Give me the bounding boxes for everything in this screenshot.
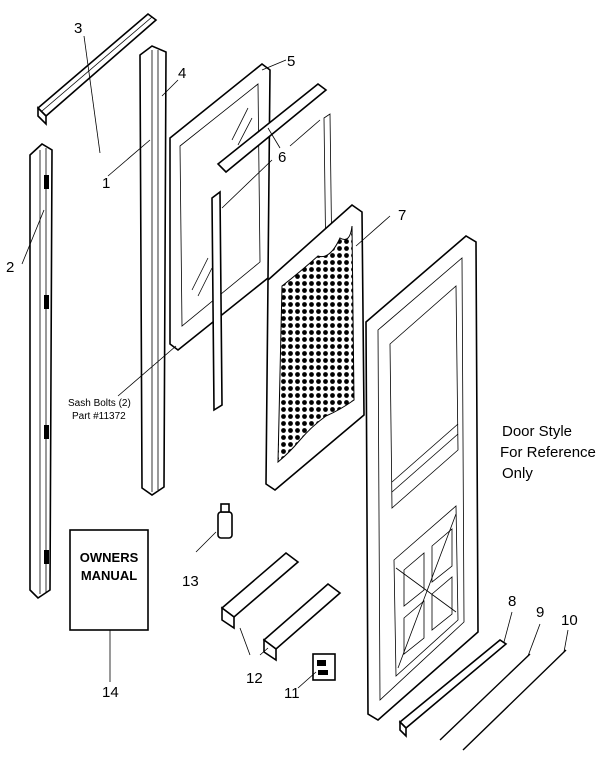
part-top-expander [36,12,158,126]
part-threshold-strip [462,649,567,751]
part-spray-can [217,503,233,539]
callout-12: 12 [246,670,263,687]
callout-13: 13 [182,573,199,590]
callout-1: 1 [102,175,110,192]
part-hinge-rail [29,143,53,600]
callout-6: 6 [278,149,286,166]
part-foam-blocks [220,551,342,662]
callout-8: 8 [508,593,516,610]
door-style-note: Door Style For Reference Only [500,423,596,482]
owners-manual: OWNERS MANUAL [69,529,149,631]
callout-11: 11 [284,685,300,702]
sash-bolts-line2: Part #11372 [72,411,126,422]
callout-4: 4 [178,65,186,82]
leader-lines [21,35,569,689]
callout-numbers: 1 2 3 4 5 6 7 8 9 10 11 12 13 14 [6,20,578,702]
callout-5: 5 [287,53,295,70]
part-door-reference [365,235,479,721]
part-drip-strip [439,653,531,741]
callout-14: 14 [102,684,119,701]
part-vertical-rail [139,45,167,496]
part-bottom-sweep [398,639,508,738]
callout-9: 9 [536,604,544,621]
part-retainer-strips [211,82,333,412]
callout-7: 7 [398,207,406,224]
callout-2: 2 [6,259,14,276]
door-style-line2: For Reference [500,444,596,461]
sash-bolts-note: Sash Bolts (2) Part #11372 [68,398,131,422]
manual-title-line1: OWNERS [80,550,139,565]
callout-3: 3 [74,20,82,37]
sash-bolts-line1: Sash Bolts (2) [68,398,131,409]
door-style-line1: Door Style [502,423,572,440]
callout-10: 10 [561,612,578,629]
manual-title-line2: MANUAL [81,568,137,583]
part-screen-panel [265,203,365,491]
part-latch [312,653,336,681]
door-style-line3: Only [502,465,533,482]
